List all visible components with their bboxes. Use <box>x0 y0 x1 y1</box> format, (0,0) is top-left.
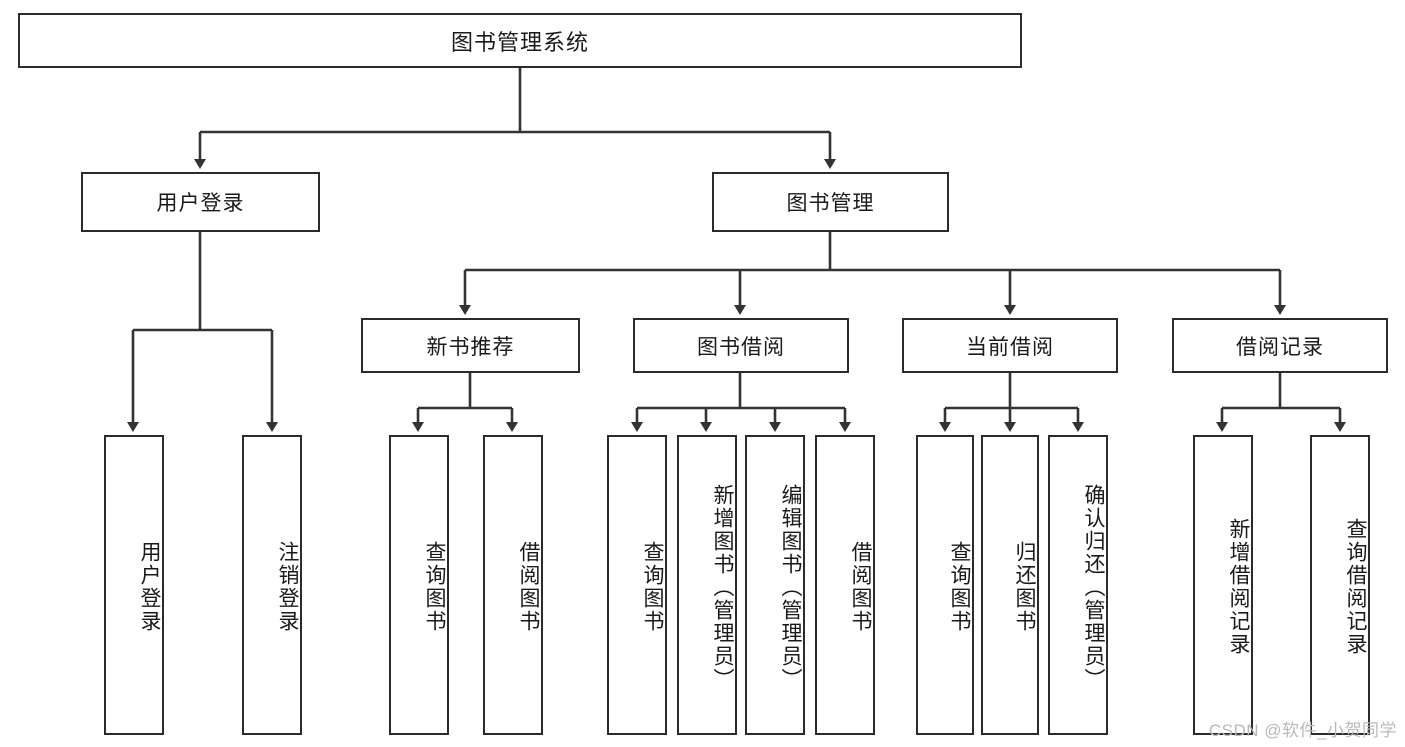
leaf-label: 查询图书 <box>423 541 446 633</box>
leaf-label: 新增借阅记录 <box>1227 518 1250 656</box>
leaf-label: 用户登录 <box>138 541 161 633</box>
leaf-borrow-borrow-book[interactable]: 借阅图书 <box>815 435 875 735</box>
leaf-current-confirm-return-admin[interactable]: 确认归还（管理员） <box>1048 435 1108 735</box>
leaf-label: 查询借阅记录 <box>1344 518 1367 656</box>
node-book-management[interactable]: 图书管理 <box>712 172 949 232</box>
node-new-book-recommend[interactable]: 新书推荐 <box>361 318 580 373</box>
leaf-user-login-signout[interactable]: 注销登录 <box>242 435 302 735</box>
leaf-label: 查询图书 <box>948 541 971 633</box>
leaf-label: 借阅图书 <box>517 541 540 633</box>
leaf-label: 借阅图书 <box>849 541 872 633</box>
leaf-user-login-signin[interactable]: 用户登录 <box>104 435 164 735</box>
leaf-record-query[interactable]: 查询借阅记录 <box>1310 435 1370 735</box>
leaf-new-book-borrow[interactable]: 借阅图书 <box>483 435 543 735</box>
leaf-record-add[interactable]: 新增借阅记录 <box>1193 435 1253 735</box>
leaf-current-return[interactable]: 归还图书 <box>981 435 1039 735</box>
leaf-label: 确认归还（管理员） <box>1082 483 1105 691</box>
leaf-label: 查询图书 <box>641 541 664 633</box>
node-user-login[interactable]: 用户登录 <box>81 172 320 232</box>
leaf-borrow-edit-admin[interactable]: 编辑图书（管理员） <box>745 435 805 735</box>
leaf-current-query[interactable]: 查询图书 <box>916 435 974 735</box>
leaf-label: 编辑图书（管理员） <box>779 483 802 691</box>
watermark: CSDN @软件_小贺同学 <box>1208 721 1397 740</box>
leaf-label: 归还图书 <box>1013 541 1036 633</box>
node-book-borrow[interactable]: 图书借阅 <box>633 318 849 373</box>
leaf-label: 新增图书（管理员） <box>711 483 734 691</box>
node-root-system[interactable]: 图书管理系统 <box>18 13 1022 68</box>
node-current-borrow[interactable]: 当前借阅 <box>902 318 1118 373</box>
node-borrow-record[interactable]: 借阅记录 <box>1172 318 1388 373</box>
leaf-label: 注销登录 <box>276 541 299 633</box>
leaf-borrow-add-admin[interactable]: 新增图书（管理员） <box>677 435 737 735</box>
leaf-new-book-query[interactable]: 查询图书 <box>389 435 449 735</box>
leaf-borrow-query[interactable]: 查询图书 <box>607 435 667 735</box>
